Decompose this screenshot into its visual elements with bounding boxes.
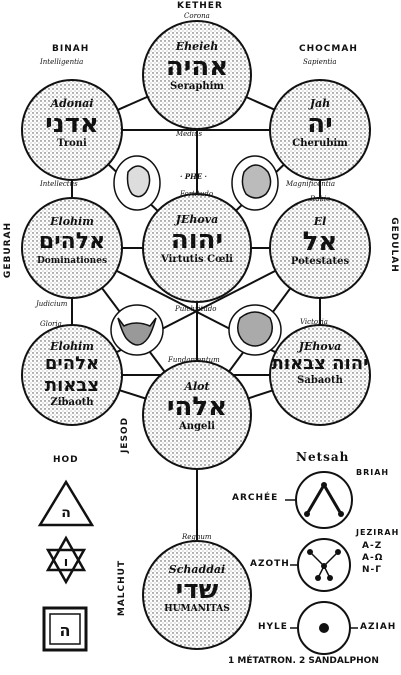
path-gloria: Gloria bbox=[40, 320, 62, 328]
tiphereth-circle-content: JEhova יהוה Virtutis Cœli bbox=[147, 213, 247, 265]
path-regnum: Regnum bbox=[182, 533, 212, 541]
netsah-circle-content: JEhova יהוה צבאות Sabaoth bbox=[270, 340, 370, 386]
gedulah-bottom: Potestates bbox=[290, 256, 350, 267]
circle-geburah bbox=[21, 197, 123, 299]
circle-gedulah bbox=[269, 197, 371, 299]
malchut-circle-content: Schaddai שדי HUMANITAS bbox=[147, 563, 247, 614]
hod-circle-content: Elohim אלהים צבאות Zibaoth bbox=[22, 340, 122, 408]
jesod-circle-content: Alot אלהי Angeli bbox=[147, 380, 247, 432]
hod-hebrew: אלהים צבאות bbox=[44, 353, 100, 396]
path-pulchritudo: Pulchritudo bbox=[175, 305, 217, 313]
hod-name: Elohim bbox=[50, 340, 94, 353]
archee-label: ARCHÉE bbox=[232, 493, 279, 503]
circle-chocmah bbox=[269, 79, 371, 181]
path-rakie: Rakie bbox=[310, 195, 331, 203]
geburah-circle-content: Elohim אלהים Dominationes bbox=[22, 215, 122, 266]
geburah-bottom: Dominationes bbox=[36, 256, 108, 266]
tiphereth-bottom: Virtutis Cœli bbox=[161, 254, 233, 265]
geburah-name: Elohim bbox=[50, 215, 94, 228]
circle-malchut bbox=[142, 540, 252, 650]
circle-hod bbox=[21, 324, 123, 426]
azoth-label: AZOTH bbox=[250, 559, 290, 569]
jezirah-label: JEZIRAH bbox=[356, 528, 400, 537]
gedulah-name: El bbox=[313, 215, 327, 228]
star-letter: ו bbox=[64, 555, 68, 570]
path-judicium: Judicium bbox=[36, 300, 68, 308]
binah-sub: Intelligentia bbox=[40, 58, 84, 66]
hod-label: HOD bbox=[53, 455, 79, 465]
circle-jesod bbox=[142, 360, 252, 470]
jesod-hebrew: אלהי bbox=[166, 392, 228, 422]
circle-kether bbox=[142, 20, 252, 130]
circle-netsah bbox=[269, 324, 371, 426]
briah-circle bbox=[295, 471, 353, 529]
lion-head-icon bbox=[237, 311, 273, 347]
kether-bottom: Seraphim bbox=[170, 81, 224, 92]
netsah-hebrew: יהוה צבאות bbox=[271, 353, 369, 374]
binah-hebrew: אדני bbox=[45, 109, 99, 139]
malchut-bottom: HUMANITAS bbox=[164, 604, 230, 614]
path-fortitudo: Fortitudo bbox=[180, 190, 214, 198]
hyle-dot-icon bbox=[319, 623, 329, 633]
jezirah-line-2: A-Ω bbox=[362, 553, 384, 563]
geburah-label: GEBURAH bbox=[3, 221, 14, 279]
circle-binah bbox=[21, 79, 123, 181]
netsah-bottom: Sabaoth bbox=[297, 375, 343, 386]
briah-label: BRIAH bbox=[356, 468, 390, 477]
bull-head-icon bbox=[117, 317, 157, 346]
binah-title: BINAH bbox=[52, 44, 90, 54]
malchut-label: MALCHUT bbox=[117, 559, 128, 617]
chocmah-hebrew: יה bbox=[307, 109, 333, 139]
angel-face-icon bbox=[126, 165, 151, 198]
path-intellectus: Intellectus bbox=[40, 180, 78, 188]
path-fundamentum: Fundamentum bbox=[168, 356, 220, 364]
tiphereth-name: JEhova bbox=[175, 213, 219, 226]
square-letter: ה bbox=[60, 621, 71, 640]
kether-circle-content: Eheieh אהיה Seraphim bbox=[147, 40, 247, 92]
jesod-label: JESOD bbox=[120, 416, 131, 454]
kether-name: Eheieh bbox=[175, 40, 219, 53]
jesod-name: Alot bbox=[184, 380, 210, 393]
lion-face-icon bbox=[241, 164, 272, 199]
triangle-symbol bbox=[37, 479, 95, 527]
aziah-label: AZIAH bbox=[360, 622, 397, 632]
gedulah-label: GEDULAH bbox=[388, 217, 399, 273]
kether-hebrew: אהיה bbox=[165, 52, 229, 82]
chocmah-bottom: Cherubim bbox=[292, 138, 348, 149]
chocmah-sub: Sapientia bbox=[303, 58, 337, 66]
gedulah-hebrew: אל bbox=[302, 227, 338, 257]
geburah-hebrew: אלהים bbox=[38, 229, 106, 254]
chocmah-name: Jah bbox=[309, 97, 331, 110]
malchut-hebrew: שדי bbox=[175, 575, 219, 605]
binah-circle-content: Adonai אדני Troni bbox=[22, 97, 122, 149]
kether-title: KETHER bbox=[177, 1, 223, 11]
binah-name: Adonai bbox=[50, 97, 94, 110]
kether-sub: Corona bbox=[184, 12, 210, 20]
chocmah-title: CHOCMAH bbox=[299, 44, 358, 54]
netsah-name: JEhova bbox=[298, 340, 342, 353]
path-victoria: Victoria bbox=[300, 318, 328, 326]
tiphereth-hebrew: יהוה bbox=[170, 225, 224, 255]
hyle-label: HYLE bbox=[258, 622, 288, 632]
jezirah-line-1: A-Z bbox=[362, 541, 383, 551]
square-symbol bbox=[42, 606, 88, 652]
netsah-label: Netsah bbox=[296, 450, 350, 464]
jesod-bottom: Angeli bbox=[179, 421, 215, 432]
path-phe: · PHE · bbox=[180, 172, 207, 181]
footer-caption: 1 MÉTATRON. 2 SANDALPHON bbox=[228, 656, 379, 666]
circle-tiphereth bbox=[142, 193, 252, 303]
gedulah-circle-content: El אל Potestates bbox=[270, 215, 370, 267]
hod-bottom: Zibaoth bbox=[50, 397, 94, 408]
star-of-david-icon bbox=[45, 535, 87, 585]
path-medius: Medius bbox=[176, 130, 203, 138]
chocmah-circle-content: Jah יה Cherubim bbox=[270, 97, 370, 149]
binah-bottom: Troni bbox=[57, 138, 87, 149]
jezirah-line-3: N-Γ bbox=[362, 565, 383, 575]
path-magnificentia: Magnificentia bbox=[286, 180, 336, 188]
triangle-letter: ה bbox=[61, 505, 71, 521]
malchut-name: Schaddai bbox=[168, 563, 226, 576]
